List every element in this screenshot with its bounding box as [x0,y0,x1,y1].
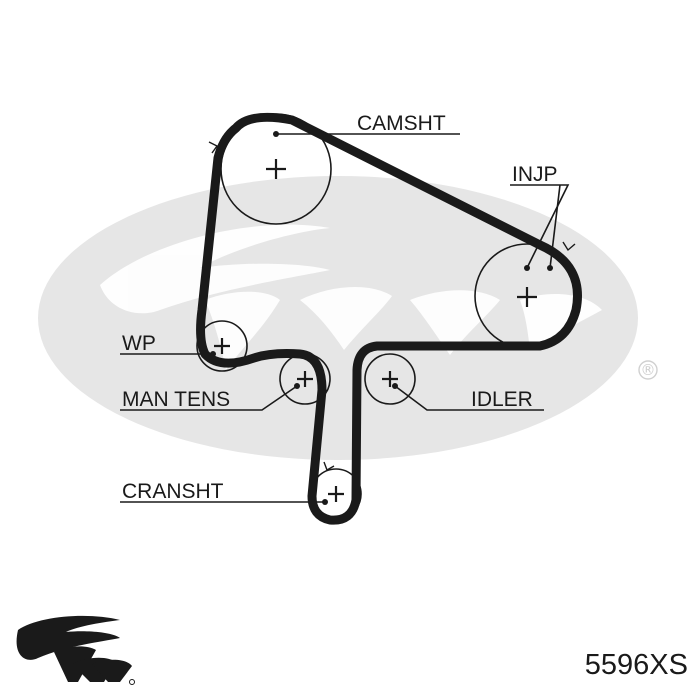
gates-watermark-icon: ® [38,176,658,460]
timing-marks [208,141,576,472]
label-crankshaft: CRANSHT [122,480,224,503]
leader-lines [120,131,570,505]
label-injection-pump: INJP [512,163,558,186]
timing-belt [196,112,582,525]
component-labels: CAMSHT INJP WP MAN TENS IDLER CRANSHT [122,112,558,503]
water-pump-center-icon [214,338,230,354]
injection-pump-mark-icon [562,241,576,252]
gates-logo-icon [16,615,135,685]
part-number: 5596XS [585,649,688,681]
manual-tensioner-center-icon [297,371,313,387]
water-pump-pulley [196,320,248,372]
idler-leader [394,385,544,411]
idler-center-icon [382,371,398,387]
label-water-pump: WP [122,332,156,355]
label-idler: IDLER [471,388,533,411]
pulley-centers [214,159,537,502]
camshaft-center-icon [266,159,286,179]
crankshaft-mark-icon [323,461,335,472]
crankshaft-center-icon [328,486,344,502]
injection-pump-leader [510,184,570,269]
camshaft-mark-icon [208,141,219,154]
injection-pump-center-icon [517,287,537,307]
idler-pulley [364,353,416,405]
label-manual-tensioner: MAN TENS [122,388,230,411]
registered-mark: ® [641,361,656,379]
manual-tensioner-leader [120,385,298,411]
label-camshaft: CAMSHT [357,112,446,135]
